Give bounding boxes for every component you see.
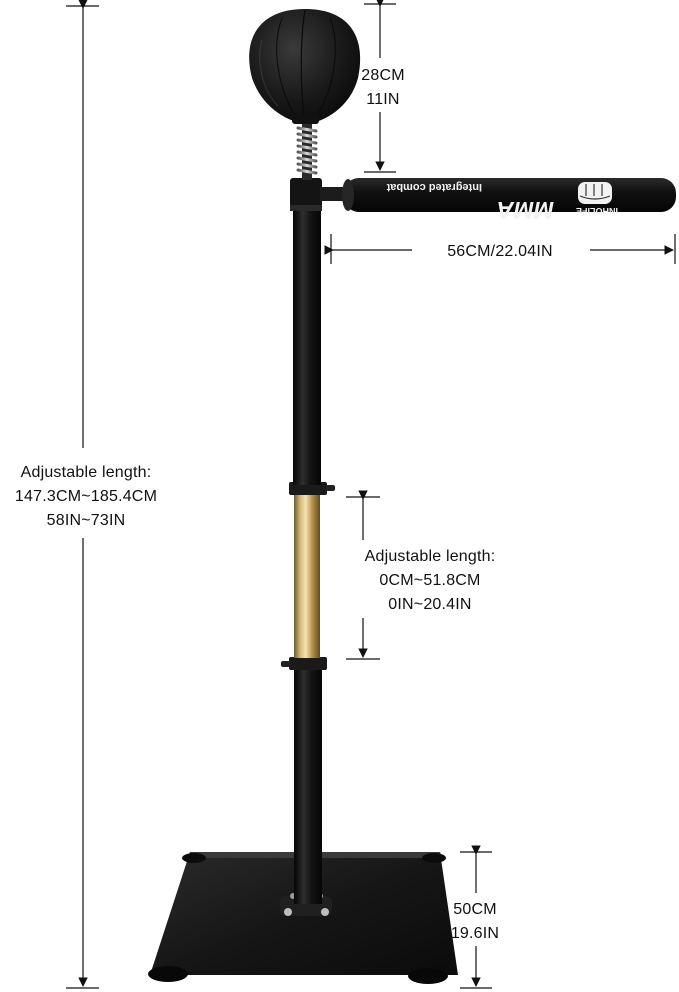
- dimension-arm-length: [324, 234, 676, 264]
- adjustable-section-line2: 0CM~51.8CM: [379, 572, 481, 589]
- total-height-line1: Adjustable length:: [20, 464, 152, 481]
- total-height-line3: 58IN~73IN: [46, 512, 126, 529]
- base-foot-front-right: [408, 968, 448, 984]
- arm-length-label: 56CM/22.04IN: [420, 240, 580, 264]
- base-width-line2: 19.6IN: [450, 925, 500, 942]
- upper-clamp: [289, 482, 335, 495]
- base-foot-back-left: [182, 853, 206, 863]
- dimension-total-height: [66, 0, 99, 989]
- dimension-bag-height: [364, 0, 396, 173]
- adjustable-section-label: Adjustable length: 0CM~51.8CM 0IN~20.4IN: [345, 545, 515, 617]
- dimension-base-width: [460, 845, 492, 989]
- total-height-label: Adjustable length: 147.3CM~185.4CM 58IN~…: [0, 461, 172, 533]
- pole-top-collar: [290, 178, 322, 210]
- dimension-adjustable-section: [346, 490, 380, 660]
- spring: [296, 118, 318, 180]
- arm-connector: [320, 187, 348, 201]
- upper-pole: [293, 205, 321, 485]
- base-plate: [148, 852, 458, 984]
- arm-brand-text: INHOLIFE: [576, 206, 618, 216]
- base-foot-back-right: [422, 853, 446, 863]
- bag-height-line2: 11IN: [366, 91, 400, 108]
- lower-clamp: [281, 657, 327, 670]
- adjustable-section-line1: Adjustable length:: [364, 548, 496, 565]
- speed-bag: [249, 9, 361, 124]
- bag-height-label: 28CM 11IN: [352, 64, 414, 112]
- adjustable-gold-section: [294, 494, 320, 658]
- fist-icon: [578, 182, 612, 204]
- arm-print-text: Integrated combat: [386, 181, 482, 193]
- base-width-label: 50CM 19.6IN: [440, 898, 510, 946]
- arm-logo-text: MMA: [497, 196, 554, 223]
- arm-length-text: 56CM/22.04IN: [447, 243, 553, 260]
- base-width-line1: 50CM: [453, 901, 497, 918]
- base-foot-front-left: [148, 966, 188, 982]
- lower-pole: [294, 668, 322, 904]
- spinning-arm: Integrated combat MMA INHOLIFE: [342, 178, 676, 223]
- bag-height-line1: 28CM: [361, 67, 405, 84]
- total-height-line2: 147.3CM~185.4CM: [14, 488, 158, 505]
- adjustable-section-line3: 0IN~20.4IN: [388, 596, 472, 613]
